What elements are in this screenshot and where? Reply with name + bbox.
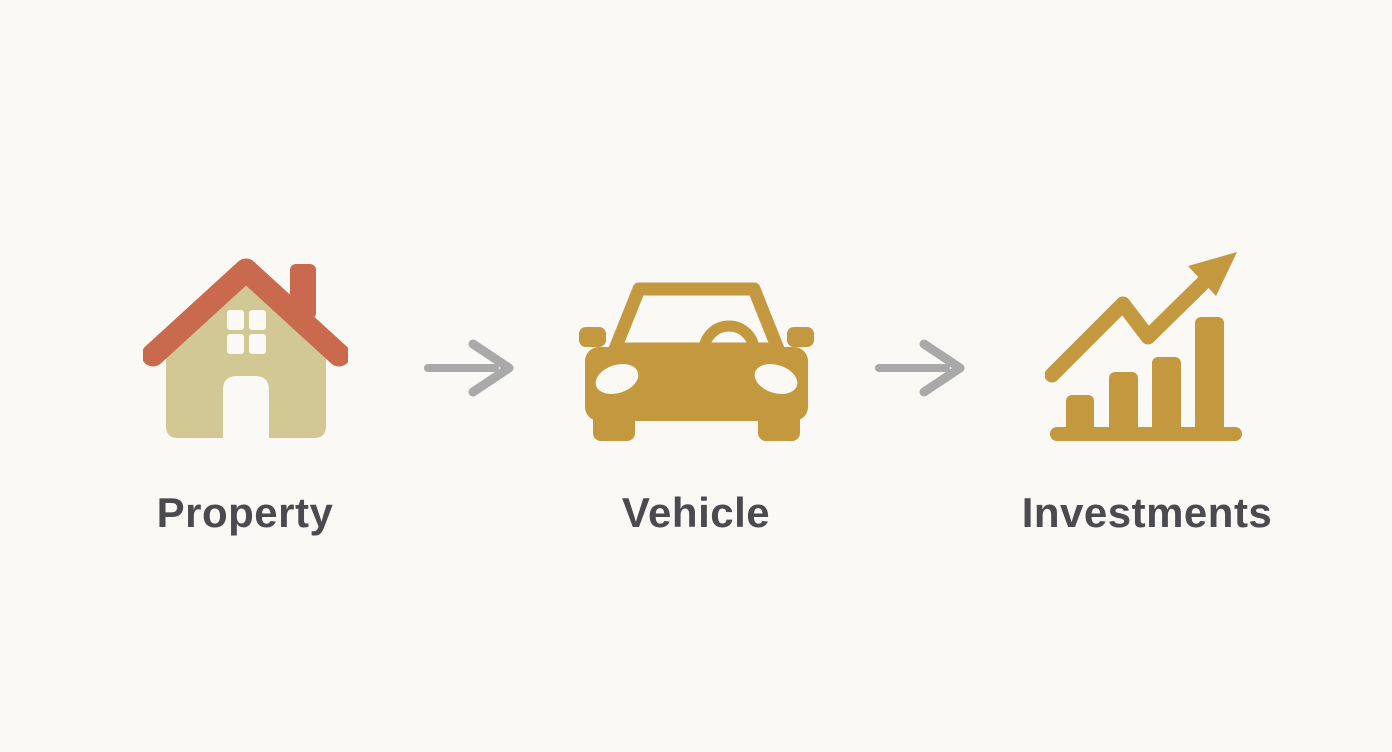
property-icon-wrap [142,242,348,447]
diagram-item-vehicle: Vehicle [546,242,846,537]
chart-bar-2 [1108,372,1138,435]
car-icon [578,282,814,441]
house-window-pane [226,334,244,354]
house-icon [142,258,348,438]
arrow-head [919,339,965,397]
house-roof [142,258,348,367]
car-mirror-right [786,327,814,347]
arrow-right-icon [875,339,965,397]
chart-bar-4 [1194,317,1224,435]
house-window-pane [248,334,266,354]
trend-line [1044,273,1212,383]
house-window-pane [248,310,266,330]
chart-bar-3 [1151,357,1181,435]
diagram-item-investments: Investments [997,242,1297,537]
investments-icon-wrap [1044,242,1250,447]
arrow-right-icon [424,339,514,397]
house-window-pane [226,310,244,330]
car-headlight-left [595,364,638,394]
chart-baseline [1049,427,1242,441]
chart-bar-1 [1065,395,1094,435]
arrow-head [468,339,514,397]
vehicle-icon-wrap [578,242,814,447]
item-label-investments: Investments [1021,489,1273,536]
item-label-vehicle: Vehicle [621,489,771,536]
car-body [584,347,808,421]
asset-flow-diagram: Property [95,242,1297,537]
car-headlight-right [754,364,797,394]
diagram-item-property: Property [95,242,395,537]
trend-arrow-head [1187,252,1237,296]
item-label-property: Property [156,489,334,536]
bar-chart-growth-icon [1044,252,1242,441]
car-mirror-left [578,327,606,347]
